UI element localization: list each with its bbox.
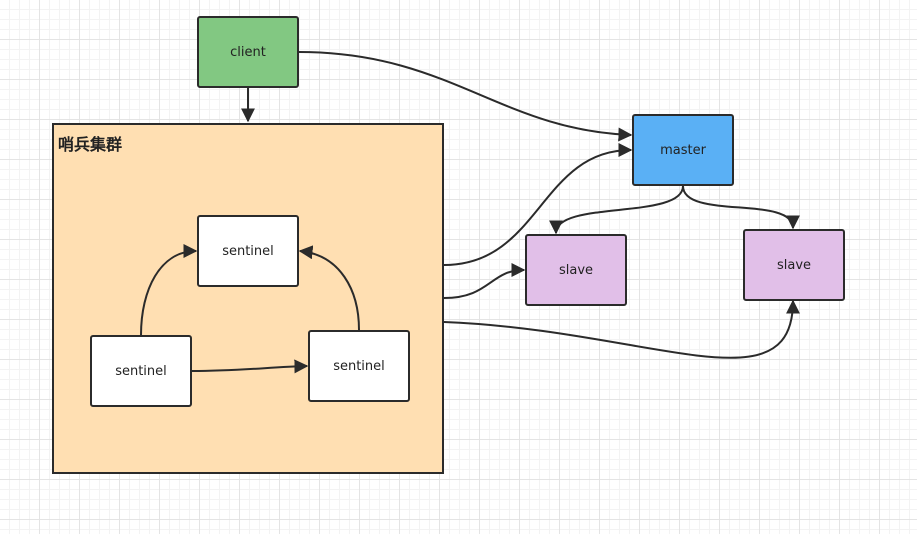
cluster-title: 哨兵集群: [58, 135, 123, 154]
sentinel-left-to-top-arrow: [140, 244, 198, 336]
master-to-slave-right-arrow: [682, 185, 800, 230]
client-to-master-arrow: [298, 51, 633, 142]
cluster-to-slave-right-arrow: [443, 299, 800, 359]
slave-left-node[interactable]: slave: [525, 234, 627, 306]
sentinel-right-node[interactable]: sentinel: [308, 330, 410, 402]
sentinel-left-node[interactable]: sentinel: [90, 335, 192, 407]
sentinel-right-to-top-arrow: [298, 245, 360, 331]
master-node[interactable]: master: [632, 114, 734, 186]
client-node[interactable]: client: [197, 16, 299, 88]
sentinel-cluster[interactable]: 哨兵集群: [52, 123, 444, 474]
slave-right-node[interactable]: slave: [743, 229, 845, 301]
cluster-to-slave-left-arrow: [443, 263, 526, 299]
sentinel-left-to-right-arrow: [191, 359, 309, 374]
cluster-to-master-arrow: [443, 143, 633, 266]
master-to-slave-left-arrow: [549, 185, 684, 235]
sentinel-top-node[interactable]: sentinel: [197, 215, 299, 287]
